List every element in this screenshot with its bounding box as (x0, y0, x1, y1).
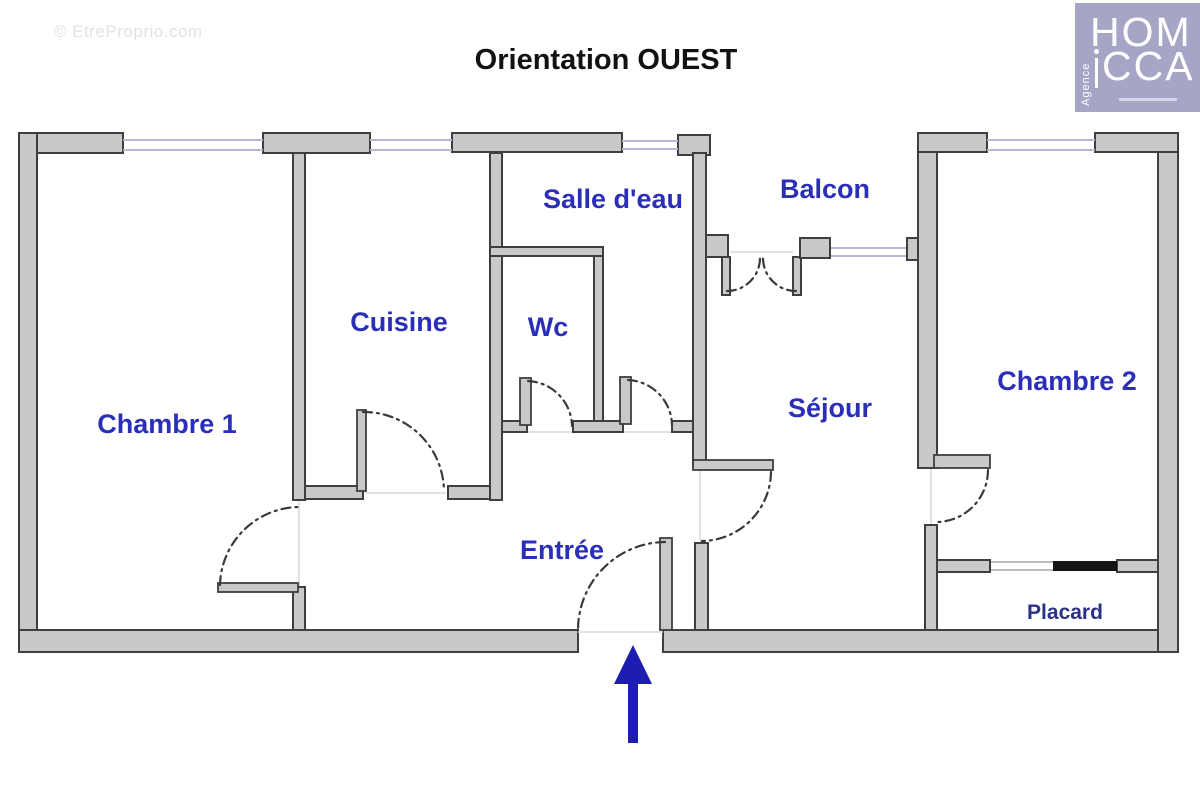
door-leaf (356, 409, 367, 492)
door-swing-arc (725, 256, 762, 293)
wall-segment (917, 132, 988, 153)
wall-segment (18, 132, 38, 653)
logo-tagline-bar (1119, 98, 1177, 101)
door-swing-arc (361, 410, 446, 493)
entrance-arrow-head (614, 645, 652, 684)
wall-segment (501, 420, 528, 433)
logo-i-mark-bar (1095, 58, 1098, 88)
outer-walls (18, 132, 1179, 653)
wall-segment (671, 420, 694, 433)
room-labels: Chambre 1 Cuisine Wc Salle d'eau Balcon … (97, 174, 1137, 624)
wall-segment (292, 152, 306, 501)
label-chambre2: Chambre 2 (997, 366, 1137, 396)
balcony-door-jamb (721, 256, 731, 296)
label-entree: Entrée (520, 535, 604, 565)
agency-logo: HOM CCA Agence (1075, 3, 1200, 112)
wall-segment (692, 152, 707, 468)
windows (123, 139, 1095, 571)
label-wc: Wc (528, 312, 569, 342)
wall-segment (799, 237, 831, 259)
wall-segment (1094, 132, 1179, 153)
door-leaf (619, 376, 632, 425)
window (370, 139, 452, 151)
window (622, 140, 678, 150)
wall-segment (662, 629, 1179, 653)
wall-segment (262, 132, 371, 154)
door-leaf (933, 454, 991, 469)
label-cuisine: Cuisine (350, 307, 448, 337)
closet-sliding-door (1053, 561, 1117, 571)
logo-text-line1: HOM (1090, 9, 1192, 55)
window (987, 139, 1095, 151)
wall-segment (489, 152, 503, 501)
label-chambre1: Chambre 1 (97, 409, 237, 439)
wall-segment (292, 586, 306, 631)
entrance-arrow (614, 645, 652, 743)
door-leaf (519, 377, 532, 426)
wall-segment (593, 255, 604, 422)
door-leaf (692, 459, 774, 471)
logo-i-mark-dot (1094, 49, 1099, 54)
wall-segment (489, 246, 604, 257)
label-salle-deau: Salle d'eau (543, 184, 683, 214)
door-leaves (217, 376, 1117, 631)
wall-segment (304, 485, 364, 500)
wall-segment (917, 151, 938, 469)
label-placard: Placard (1027, 601, 1103, 624)
door-leaf (659, 537, 673, 631)
wall-segment (936, 559, 991, 573)
wall-segment (451, 132, 623, 153)
watermark-text: © EtreProprio.com (54, 22, 203, 41)
entrance-arrow-shaft (628, 681, 638, 743)
door-leaf (217, 582, 299, 593)
wall-segment (694, 542, 709, 631)
door-swing-arc (626, 378, 674, 427)
wall-segment (705, 234, 729, 258)
balcony-door-jamb (792, 256, 802, 296)
balcony-railing (830, 247, 907, 257)
door-swing-arc (526, 379, 574, 428)
wall-segment (1157, 151, 1179, 653)
interior-walls (292, 151, 1159, 631)
wall-segment (572, 420, 624, 433)
door-swing-arc (935, 468, 990, 524)
door-swing-arc (700, 470, 773, 543)
page-title: Orientation OUEST (474, 44, 738, 76)
label-sejour: Séjour (788, 393, 873, 423)
wall-segment (924, 524, 938, 631)
door-swing-arc (761, 256, 798, 293)
closet-front-line (990, 561, 1053, 571)
window (123, 139, 263, 151)
logo-text-line2: CCA (1102, 43, 1195, 89)
door-swing-arc (576, 540, 667, 631)
door-swing-arc (218, 505, 302, 587)
label-balcon: Balcon (780, 174, 870, 204)
door-swing-arcs (218, 256, 990, 631)
wall-segment (18, 629, 579, 653)
wall-segment (1116, 559, 1159, 573)
